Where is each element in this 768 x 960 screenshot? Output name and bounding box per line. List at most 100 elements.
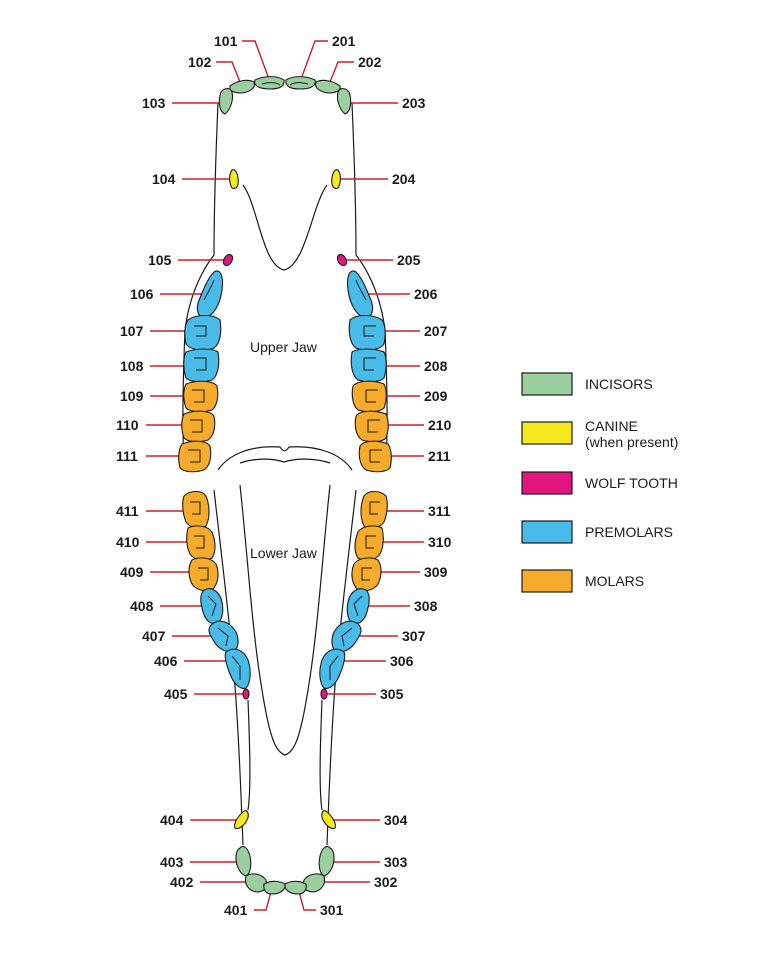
legend-label-premolars: PREMOLARS bbox=[585, 524, 673, 540]
upper-incisors bbox=[218, 76, 352, 115]
tooth-407[interactable] bbox=[208, 620, 239, 653]
tooth-111[interactable] bbox=[178, 440, 212, 473]
tooth-310[interactable] bbox=[354, 525, 384, 561]
legend-item-premolars: PREMOLARS bbox=[521, 520, 673, 544]
legend: INCISORS CANINE (when present) WOLF TOOT… bbox=[521, 372, 678, 593]
label-106: 106 bbox=[130, 286, 154, 302]
tooth-410[interactable] bbox=[186, 525, 216, 561]
label-204: 204 bbox=[392, 171, 416, 187]
label-411: 411 bbox=[116, 503, 139, 519]
tooth-307[interactable] bbox=[331, 620, 362, 653]
tooth-209[interactable] bbox=[351, 380, 387, 413]
lower-premolars-molars bbox=[182, 490, 388, 700]
legend-item-canine: CANINE (when present) bbox=[521, 418, 678, 450]
tooth-405[interactable] bbox=[242, 688, 250, 700]
tooth-205[interactable] bbox=[336, 253, 349, 267]
label-210: 210 bbox=[428, 417, 452, 433]
tooth-309[interactable] bbox=[351, 557, 382, 592]
tooth-401[interactable] bbox=[263, 880, 286, 895]
tooth-105[interactable] bbox=[222, 253, 235, 267]
legend-item-incisors: INCISORS bbox=[521, 372, 653, 396]
tooth-408[interactable] bbox=[200, 588, 224, 625]
label-408: 408 bbox=[130, 598, 154, 614]
legend-label-molars: MOLARS bbox=[585, 573, 644, 589]
tooth-304[interactable] bbox=[321, 810, 336, 830]
label-404: 404 bbox=[160, 812, 184, 828]
label-302: 302 bbox=[374, 874, 398, 890]
legend-item-wolf-tooth: WOLF TOOTH bbox=[521, 471, 678, 495]
label-301: 301 bbox=[320, 902, 344, 918]
label-306: 306 bbox=[390, 653, 414, 669]
label-108: 108 bbox=[120, 358, 144, 374]
tooth-303[interactable] bbox=[318, 845, 335, 877]
tooth-308[interactable] bbox=[346, 588, 370, 625]
tooth-204[interactable] bbox=[331, 169, 341, 189]
label-202: 202 bbox=[358, 54, 382, 70]
legend-item-molars: MOLARS bbox=[521, 569, 644, 593]
label-109: 109 bbox=[120, 388, 144, 404]
tooth-411[interactable] bbox=[182, 490, 210, 529]
label-111: 111 bbox=[116, 448, 138, 464]
label-303: 303 bbox=[384, 854, 408, 870]
label-206: 206 bbox=[414, 286, 438, 302]
tooth-110[interactable] bbox=[181, 410, 216, 443]
label-209: 209 bbox=[424, 388, 448, 404]
tooth-206[interactable] bbox=[346, 270, 374, 319]
label-102: 102 bbox=[188, 54, 212, 70]
tooth-402[interactable] bbox=[244, 873, 268, 893]
legend-label-canine: CANINE bbox=[585, 418, 638, 434]
label-410: 410 bbox=[116, 534, 140, 550]
lower-jaw-label: Lower Jaw bbox=[250, 545, 318, 561]
legend-swatch-incisors bbox=[521, 372, 573, 396]
tooth-207[interactable] bbox=[348, 314, 386, 351]
upper-canines-wolf bbox=[222, 169, 349, 267]
tooth-107[interactable] bbox=[184, 314, 222, 351]
upper-premolars-molars bbox=[178, 270, 392, 473]
tooth-306[interactable] bbox=[319, 648, 346, 689]
tooth-305[interactable] bbox=[320, 688, 328, 700]
lower-canines-incisors bbox=[234, 810, 336, 895]
tooth-103[interactable] bbox=[218, 88, 234, 115]
label-203: 203 bbox=[402, 95, 426, 111]
label-309: 309 bbox=[424, 564, 448, 580]
tooth-109[interactable] bbox=[183, 380, 219, 413]
label-311: 311 bbox=[428, 503, 451, 519]
label-401: 401 bbox=[224, 902, 248, 918]
label-402: 402 bbox=[170, 874, 194, 890]
tooth-406[interactable] bbox=[224, 648, 251, 689]
tooth-210[interactable] bbox=[354, 410, 389, 443]
label-105: 105 bbox=[148, 252, 172, 268]
tooth-311[interactable] bbox=[360, 490, 388, 529]
label-201: 201 bbox=[332, 33, 356, 49]
label-207: 207 bbox=[424, 323, 448, 339]
legend-swatch-molars bbox=[521, 569, 573, 593]
tooth-104[interactable] bbox=[229, 169, 239, 189]
label-110: 110 bbox=[116, 417, 139, 433]
label-101: 101 bbox=[214, 33, 238, 49]
legend-swatch-premolars bbox=[521, 520, 573, 544]
tooth-409[interactable] bbox=[188, 557, 219, 592]
label-407: 407 bbox=[142, 628, 166, 644]
tooth-102[interactable] bbox=[229, 79, 255, 94]
tooth-302[interactable] bbox=[302, 873, 326, 893]
label-409: 409 bbox=[120, 564, 144, 580]
tooth-106[interactable] bbox=[196, 270, 224, 319]
legend-swatch-canine bbox=[521, 421, 573, 445]
tooth-202[interactable] bbox=[315, 79, 341, 94]
tooth-203[interactable] bbox=[336, 88, 352, 115]
label-307: 307 bbox=[402, 628, 426, 644]
upper-jaw-label: Upper Jaw bbox=[250, 339, 318, 355]
label-208: 208 bbox=[424, 358, 448, 374]
lower-jaw-outline bbox=[213, 484, 357, 846]
tooth-211[interactable] bbox=[358, 440, 392, 473]
tooth-403[interactable] bbox=[235, 845, 252, 877]
tooth-108[interactable] bbox=[183, 348, 220, 383]
legend-label-incisors: INCISORS bbox=[585, 376, 653, 392]
tooth-208[interactable] bbox=[350, 348, 387, 383]
legend-sublabel-canine: (when present) bbox=[585, 434, 678, 450]
tooth-404[interactable] bbox=[234, 810, 249, 830]
tooth-number-labels: 101 102 103 104 105 106 107 108 109 110 … bbox=[116, 33, 452, 918]
tooth-301[interactable] bbox=[284, 880, 307, 895]
upper-jaw-outline bbox=[182, 102, 388, 471]
